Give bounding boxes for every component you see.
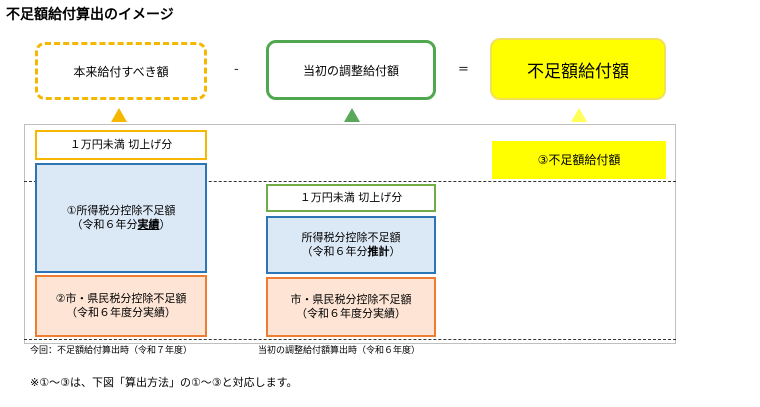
left-income-tax-line1: ①所得税分控除不足額 [66, 204, 176, 217]
middle-round-up-box: １万円未満 切上げ分 [266, 184, 436, 212]
middle-income-prefix: （令和６年分 [301, 245, 368, 258]
left-income-prefix: （令和６年分 [71, 218, 138, 231]
left-caption: 今回：不足額給付算出時（令和７年度） [30, 346, 193, 356]
left-income-suffix: ） [159, 218, 171, 231]
middle-caption: 当初の調整給付額算出時（令和６年度） [258, 346, 421, 356]
dashed-line-lower [24, 339, 676, 340]
diagram-title: 不足額給付算出のイメージ [6, 7, 174, 23]
green-triangle-icon [344, 108, 360, 122]
left-income-actual: 実績 [137, 218, 160, 231]
left-resident-line2: （令和６年度分実績） [66, 306, 176, 319]
footnote: ※①～③は、下図「算出方法」の①～③と対応します。 [30, 376, 298, 389]
initial-adjustment-box: 当初の調整給付額 [266, 40, 436, 100]
middle-resident-line1: 市・県民税分控除不足額 [290, 293, 412, 306]
left-income-tax-box: ①所得税分控除不足額 （令和６年分実績） [35, 163, 207, 273]
breakdown-frame [24, 124, 676, 344]
middle-round-up-label: １万円未満 切上げ分 [299, 191, 403, 204]
result-label: ③不足額給付額 [537, 153, 621, 167]
dashed-line-upper [24, 181, 676, 182]
middle-income-suffix: ） [389, 245, 401, 258]
middle-resident-tax-box: 市・県民税分控除不足額 （令和６年度分実績） [266, 277, 436, 337]
proper-benefit-box: 本来給付すべき額 [35, 42, 207, 100]
left-round-up-label: １万円未満 切上げ分 [69, 138, 173, 151]
middle-income-tax-line1: 所得税分控除不足額 [301, 231, 401, 244]
left-income-tax-line2: （令和６年分実績） [72, 218, 171, 232]
equals-operator: = [458, 62, 469, 77]
left-round-up-box: １万円未満 切上げ分 [35, 130, 207, 160]
left-resident-tax-box: ②市・県民税分控除不足額 （令和６年度分実績） [35, 275, 207, 337]
middle-income-tax-line2: （令和６年分推計） [302, 245, 401, 259]
shortfall-benefit-box: 不足額給付額 [490, 38, 666, 100]
middle-income-estimate: 推計 [367, 245, 390, 258]
middle-income-tax-box: 所得税分控除不足額 （令和６年分推計） [266, 216, 436, 274]
minus-operator: - [234, 62, 239, 77]
result-box: ③不足額給付額 [492, 141, 666, 179]
left-resident-line1: ②市・県民税分控除不足額 [55, 292, 187, 305]
yellow-triangle-icon [571, 108, 587, 122]
middle-resident-line2: （令和６年度分実績） [296, 307, 406, 320]
orange-triangle-icon [111, 108, 127, 122]
